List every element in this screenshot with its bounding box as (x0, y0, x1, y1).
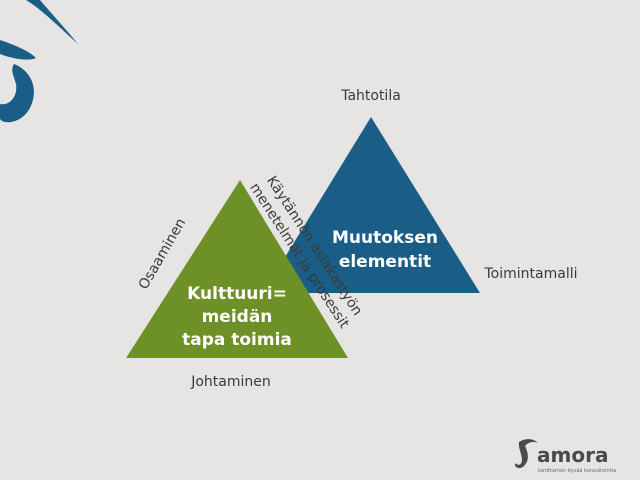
label-tahtotila: Tahtotila (340, 88, 401, 104)
logo-tagline: tarottamon kyvää konsultointia (538, 468, 616, 474)
blue-triangle-text-line1: Muutoksen (332, 228, 438, 248)
green-triangle-text-line1: Kulttuuri= (187, 284, 287, 304)
green-triangle (126, 180, 348, 358)
logo-wordmark: amora (537, 443, 608, 467)
label-toimintamalli: Toimintamalli (484, 266, 578, 282)
green-triangle-text-line3: tapa toimia (182, 330, 292, 350)
logo-swirl-icon (514, 439, 538, 469)
company-logo: amora tarottamon kyvää konsultointia (514, 439, 616, 474)
blue-triangle (263, 117, 480, 293)
decorative-swirl-icon (0, 0, 78, 123)
blue-triangle-text-line2: elementit (339, 252, 431, 272)
label-johtaminen: Johtaminen (190, 374, 271, 390)
green-triangle-text-line2: meidän (202, 307, 273, 327)
